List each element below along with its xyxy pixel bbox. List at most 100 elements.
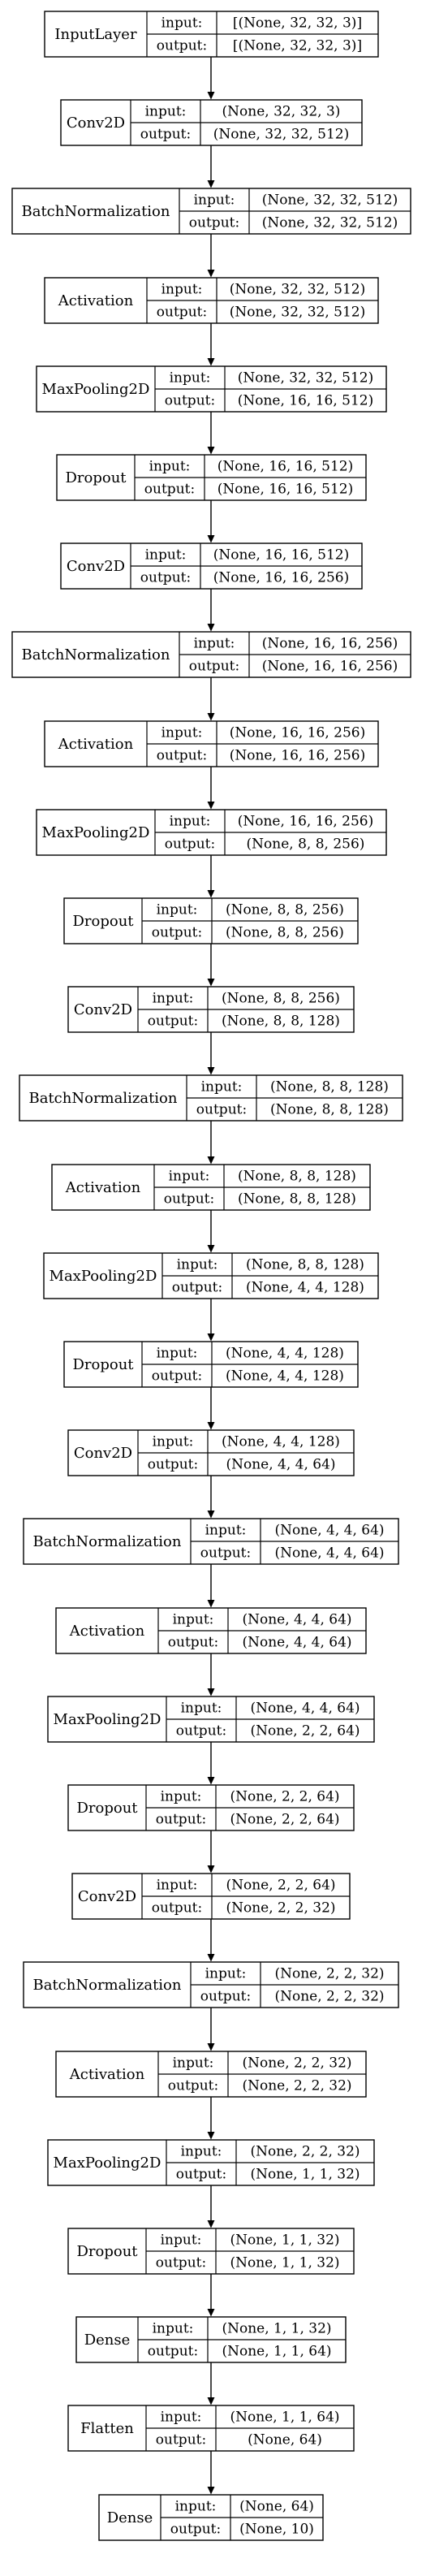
input-shape: (None, 16, 16, 256) bbox=[262, 636, 398, 652]
input-label: input: bbox=[161, 15, 203, 32]
input-shape: (None, 4, 4, 64) bbox=[274, 1523, 384, 1539]
output-shape: (None, 16, 16, 256) bbox=[262, 659, 398, 675]
arrowhead-icon bbox=[207, 2397, 215, 2405]
input-label: input: bbox=[194, 636, 235, 652]
input-label: input: bbox=[181, 1701, 222, 1717]
output-shape: (None, 2, 2, 64) bbox=[230, 1812, 339, 1828]
output-shape: (None, 16, 16, 256) bbox=[230, 748, 366, 764]
edge-arrow bbox=[207, 2008, 215, 2051]
arrowhead-icon bbox=[207, 1156, 215, 1165]
output-shape: (None, 8, 8, 256) bbox=[226, 925, 344, 941]
output-label: output: bbox=[157, 305, 207, 321]
arrowhead-icon bbox=[207, 92, 215, 100]
layer-name: Conv2D bbox=[78, 1888, 136, 1905]
edge-arrow bbox=[207, 1387, 215, 1430]
output-label: output: bbox=[140, 127, 191, 143]
output-label: output: bbox=[144, 482, 195, 498]
input-label: input: bbox=[173, 2055, 214, 2072]
input-label: input: bbox=[181, 2144, 222, 2160]
edge-arrow bbox=[207, 1210, 215, 1253]
edge-arrow bbox=[207, 1919, 215, 1962]
layer-name: Conv2D bbox=[74, 1001, 132, 1018]
edge-arrow bbox=[207, 589, 215, 632]
arrowhead-icon bbox=[207, 1954, 215, 1962]
output-shape: (None, 32, 32, 512) bbox=[213, 127, 350, 143]
output-label: output: bbox=[196, 1102, 247, 1118]
layer-name: MaxPooling2D bbox=[42, 824, 150, 841]
output-shape: (None, 4, 4, 64) bbox=[226, 1457, 335, 1473]
output-label: output: bbox=[152, 925, 202, 941]
input-label: input: bbox=[153, 1434, 194, 1450]
layer-name: Dropout bbox=[72, 1356, 134, 1373]
arrowhead-icon bbox=[207, 535, 215, 543]
arrowhead-icon bbox=[207, 1600, 215, 1608]
output-shape: (None, 32, 32, 512) bbox=[262, 215, 398, 231]
arrowhead-icon bbox=[207, 180, 215, 188]
output-label: output: bbox=[168, 2078, 218, 2094]
arrowhead-icon bbox=[207, 2309, 215, 2317]
input-shape: (None, 64) bbox=[239, 2499, 314, 2515]
output-label: output: bbox=[176, 2167, 226, 2183]
arrowhead-icon bbox=[207, 270, 215, 278]
output-label: output: bbox=[200, 1545, 251, 1562]
output-shape: (None, 4, 4, 128) bbox=[246, 1280, 364, 1296]
input-shape: (None, 2, 2, 64) bbox=[230, 1789, 339, 1805]
layer-name: BatchNormalization bbox=[32, 1533, 181, 1550]
layer-name: Dropout bbox=[76, 1800, 138, 1817]
edge-arrow bbox=[207, 1121, 215, 1165]
edge-arrow bbox=[207, 944, 215, 987]
output-label: output: bbox=[157, 38, 207, 54]
arrowhead-icon bbox=[207, 447, 215, 455]
output-label: output: bbox=[189, 659, 239, 675]
layer-name: Conv2D bbox=[67, 115, 125, 132]
input-label: input: bbox=[205, 1523, 247, 1539]
layer-name: BatchNormalization bbox=[21, 203, 170, 220]
edge-arrow bbox=[207, 57, 215, 100]
layer-name: MaxPooling2D bbox=[42, 381, 150, 398]
input-label: input: bbox=[177, 1257, 218, 1273]
input-shape: (None, 16, 16, 512) bbox=[213, 547, 350, 564]
arrowhead-icon bbox=[207, 979, 215, 987]
layer-name: Dropout bbox=[76, 2243, 138, 2260]
input-shape: (None, 32, 32, 512) bbox=[262, 192, 398, 209]
output-shape: (None, 16, 16, 256) bbox=[213, 570, 350, 586]
input-shape: (None, 16, 16, 256) bbox=[230, 725, 366, 741]
input-shape: (None, 2, 2, 64) bbox=[226, 1878, 335, 1894]
arrowhead-icon bbox=[207, 890, 215, 898]
arrowhead-icon bbox=[207, 2220, 215, 2228]
arrowhead-icon bbox=[207, 2132, 215, 2140]
layer-name: MaxPooling2D bbox=[54, 1711, 161, 1728]
input-label: input: bbox=[161, 725, 203, 741]
input-shape: (None, 16, 16, 256) bbox=[238, 814, 374, 830]
layer-name: Activation bbox=[58, 292, 134, 309]
edge-arrow bbox=[207, 2362, 215, 2405]
layer-name: Conv2D bbox=[67, 558, 125, 575]
input-label: input: bbox=[175, 2499, 217, 2515]
input-label: input: bbox=[201, 1079, 243, 1096]
arrowhead-icon bbox=[207, 2043, 215, 2051]
input-label: input: bbox=[145, 104, 187, 120]
input-label: input: bbox=[170, 370, 211, 387]
arrowhead-icon bbox=[207, 713, 215, 721]
edge-arrow bbox=[207, 1032, 215, 1075]
input-label: input: bbox=[169, 1169, 210, 1185]
layer-name: Activation bbox=[65, 1179, 141, 1196]
input-label: input: bbox=[173, 1612, 214, 1628]
layer-name: Activation bbox=[58, 736, 134, 753]
input-label: input: bbox=[161, 1789, 202, 1805]
output-shape: (None, 2, 2, 32) bbox=[242, 2078, 351, 2094]
arrowhead-icon bbox=[207, 802, 215, 810]
edge-arrow bbox=[207, 1299, 215, 1342]
input-shape: (None, 2, 2, 32) bbox=[242, 2055, 351, 2072]
layer-name: Dense bbox=[84, 2332, 131, 2349]
